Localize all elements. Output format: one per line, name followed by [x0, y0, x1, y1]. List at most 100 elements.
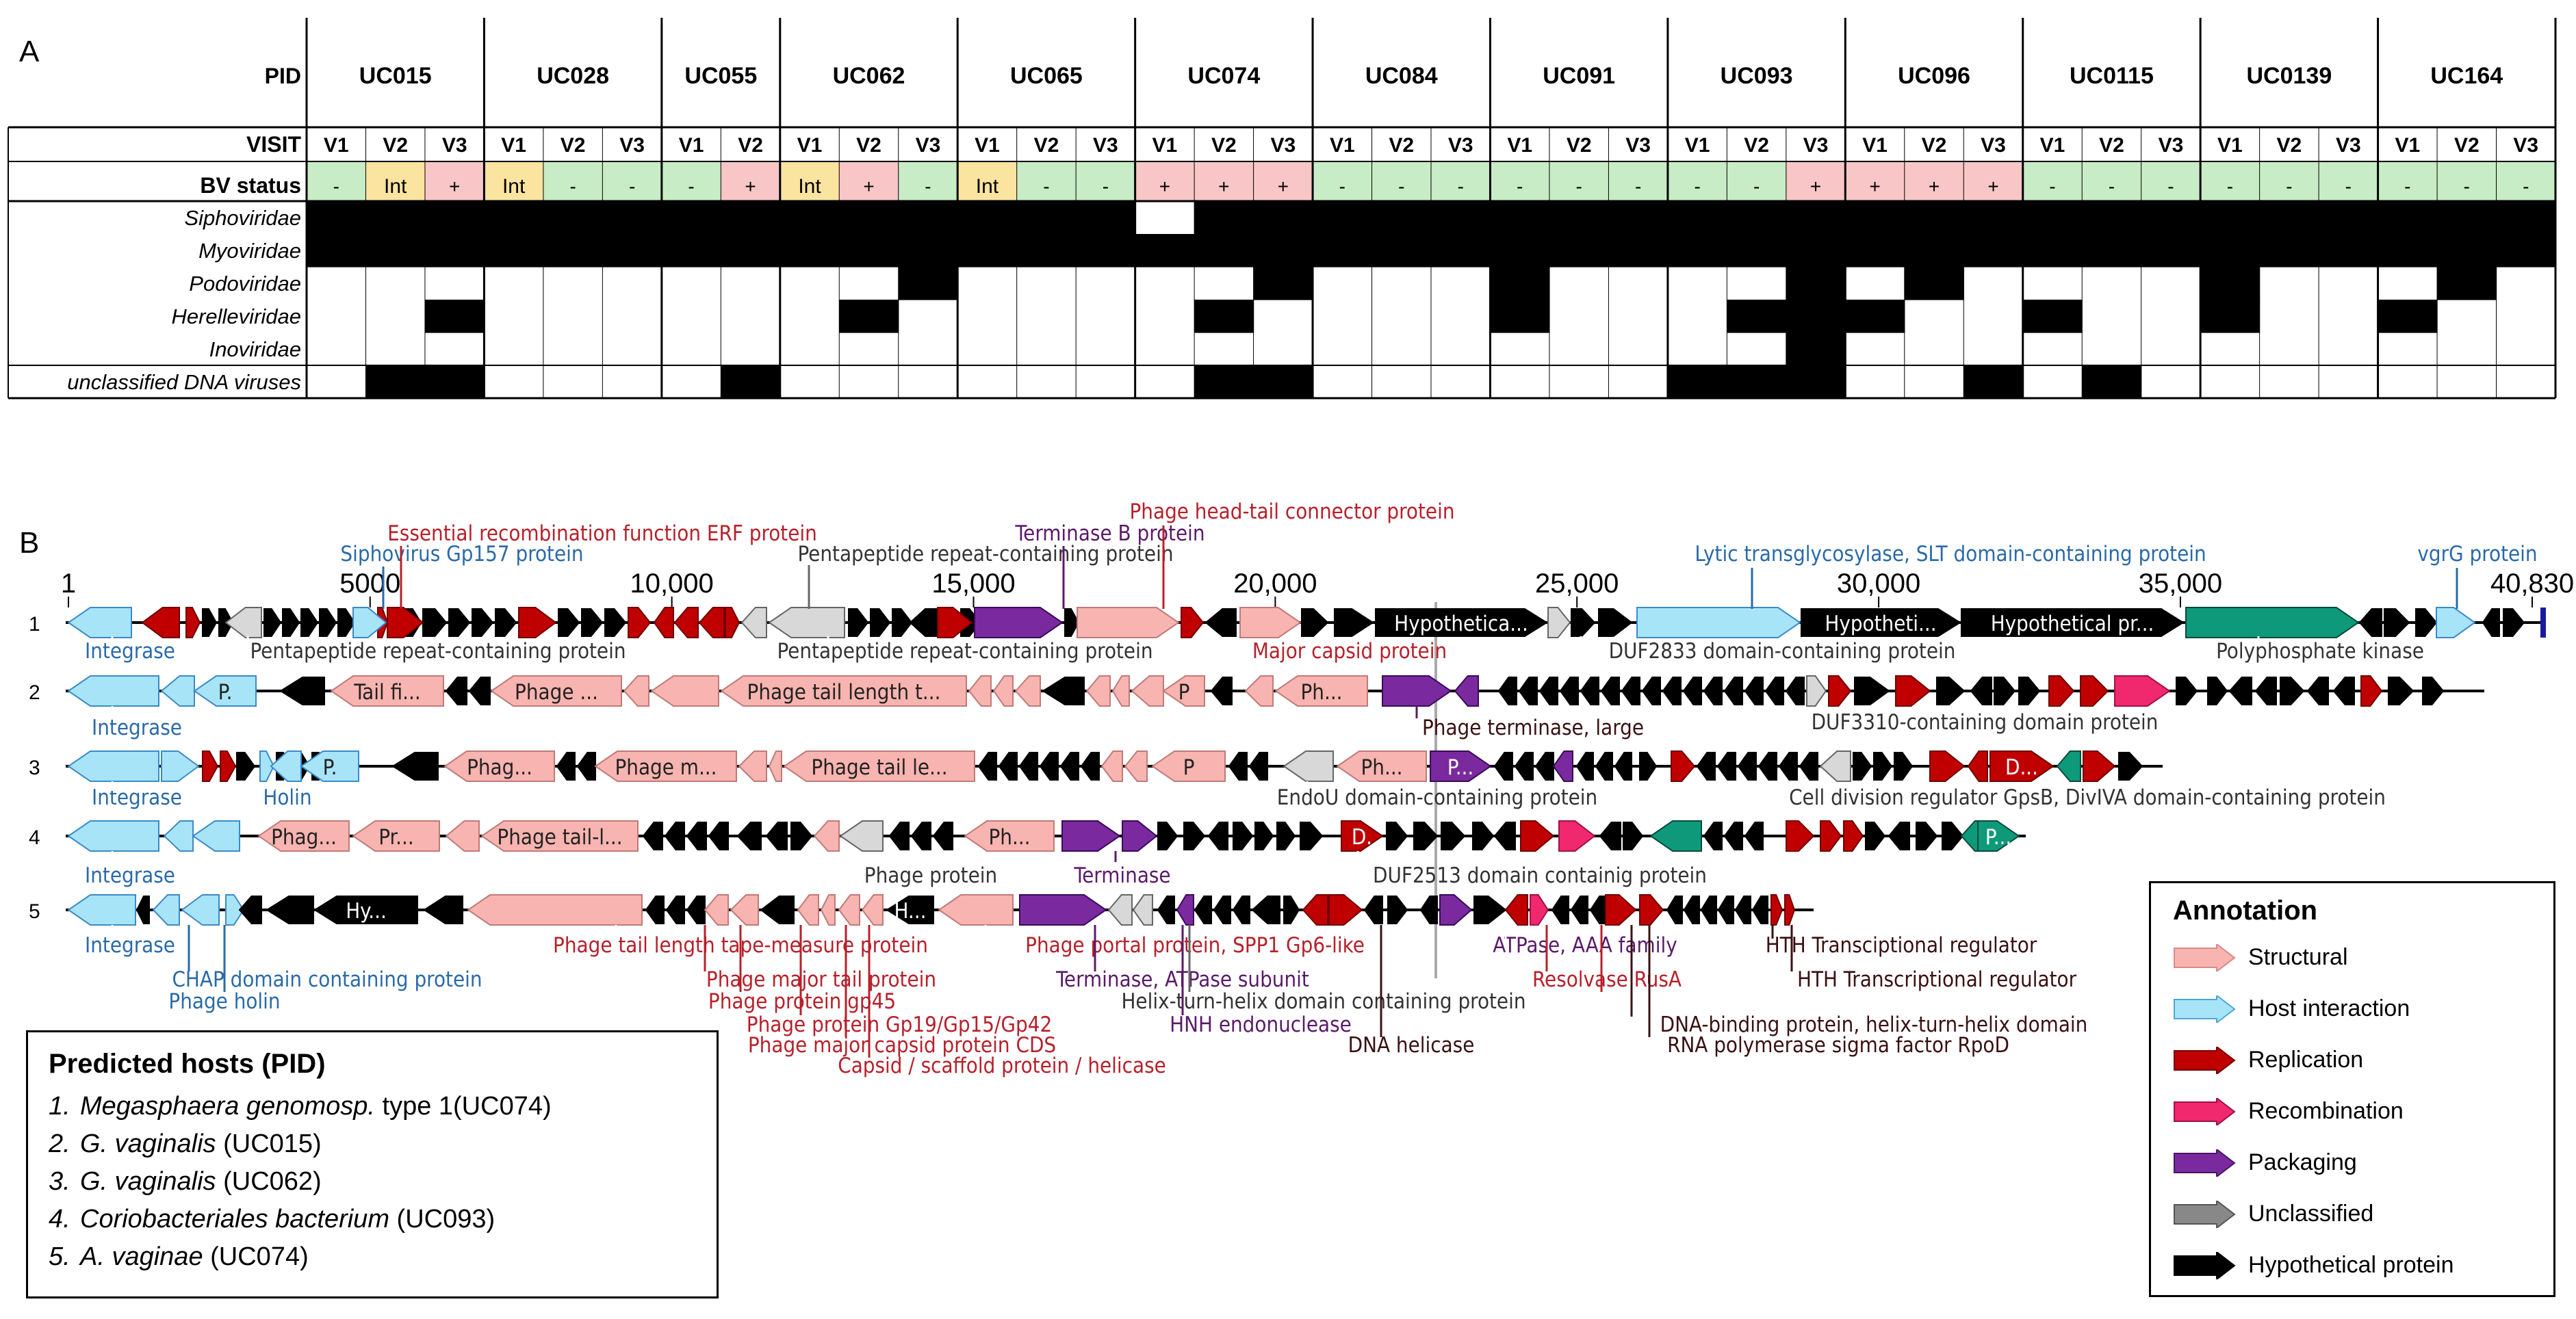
bv-status-value: + [449, 176, 460, 197]
bv-status-cell [2141, 161, 2201, 201]
bv-status-value: - [1517, 176, 1523, 197]
gene-arrow [1734, 896, 1751, 924]
bv-status-cell [1431, 161, 1491, 201]
visit-label: V2 [2277, 134, 2302, 157]
presence-cell [1135, 234, 1195, 267]
gene-arrow [1723, 822, 1743, 850]
gene-arrow [2436, 607, 2476, 638]
gene-label: P. [323, 755, 337, 780]
presence-cell [1904, 201, 1964, 235]
gene-arrow [1300, 822, 1324, 850]
virus-family-label: Inoviridae [209, 337, 301, 361]
presence-cell [1490, 267, 1550, 300]
presence-cell [365, 365, 426, 399]
gene-arrow [1334, 608, 1374, 637]
visit-label: V2 [1034, 134, 1059, 157]
gene-arrow [490, 675, 622, 707]
annotation-legend-title: Annotation [2173, 896, 2318, 926]
gene-arrow [141, 607, 180, 638]
bv-status-value: + [863, 176, 874, 197]
host-pid: (UC062) [216, 1167, 322, 1196]
gene-arrow [1551, 896, 1569, 924]
bv-status-value: - [333, 176, 339, 197]
bv-status-cell [2259, 161, 2319, 201]
gene-arrow [725, 607, 740, 638]
gene-label: Ph... [1361, 755, 1402, 780]
presence-cell [2082, 365, 2142, 399]
gene-arrow [445, 677, 467, 705]
presence-cell [1253, 234, 1313, 267]
legend-item: Host interaction [2167, 990, 2537, 1041]
visit-label: V3 [1803, 134, 1829, 157]
gene-arrow [1080, 752, 1100, 781]
gene-arrow [1454, 675, 1479, 707]
annotation-label: DUF2513 domain containig protein [1373, 863, 1707, 888]
track-number: 5 [29, 900, 40, 923]
annotation-label: DNA helicase [1348, 1033, 1475, 1058]
annotation-label: Phage protein gp45 [708, 989, 896, 1014]
gene-arrow [1341, 820, 1384, 852]
presence-cell [1253, 365, 1313, 399]
gene-arrow [1942, 822, 1964, 850]
gene-arrow [1534, 752, 1554, 781]
panel-a-label: A [19, 35, 40, 68]
legend-arrow-swatch [2174, 1201, 2236, 1228]
gene-arrow [848, 608, 869, 637]
gene-arrow [1589, 896, 1608, 924]
bv-status-cell [2437, 161, 2497, 201]
gene-arrow [1131, 675, 1164, 707]
gene-arrow [1757, 752, 1777, 781]
gene-arrow [193, 675, 257, 707]
presence-cell [2378, 234, 2438, 267]
gene-arrow [1700, 896, 1717, 924]
visit-label: V3 [619, 134, 645, 157]
visit-label: V3 [1625, 134, 1651, 157]
bv-status-cell [1490, 161, 1550, 201]
scale-label: 20,000 [1233, 569, 1317, 599]
visit-label: V1 [2395, 134, 2420, 157]
host-pid: type 1(UC074) [374, 1092, 552, 1121]
gene-arrow [1994, 677, 2016, 705]
gene-arrow [1786, 820, 1815, 852]
annotation-label: Lytic transglycosylase, SLT domain-conta… [1695, 542, 2206, 566]
gene-arrow [1205, 608, 1237, 637]
gene-arrow [1251, 896, 1280, 924]
scale-label: 40,830 [2490, 569, 2574, 599]
presence-cell [2319, 234, 2379, 267]
annotation-label: Resolvase RusA [1532, 967, 1682, 992]
gene-arrow [2185, 607, 2360, 638]
bv-status-cell [1135, 161, 1195, 201]
gene-arrow [1430, 750, 1492, 782]
pid-header: PID [265, 64, 301, 88]
gene-label: Phage ... [515, 680, 598, 705]
gene-arrow [1806, 675, 1827, 707]
visit-label: V2 [1389, 134, 1414, 157]
gene-arrow [909, 608, 938, 637]
gene-arrow [1530, 894, 1549, 926]
bv-status-cell [2022, 161, 2083, 201]
gene-arrow [1649, 820, 1702, 852]
gene-arrow [2332, 677, 2355, 705]
gene-arrow [1124, 750, 1148, 782]
gene-arrow [2056, 750, 2081, 782]
gene-arrow [861, 894, 884, 926]
gene-arrow [1176, 894, 1194, 926]
presence-cell [2141, 201, 2201, 235]
gene-arrow [1210, 677, 1233, 705]
legend-arrow-swatch [2174, 1252, 2236, 1279]
gene-arrow [2415, 608, 2438, 637]
gene-arrow [1716, 752, 1736, 781]
gene-arrow [1064, 608, 1080, 637]
gene-arrow [2388, 677, 2414, 705]
gene-arrow [1703, 677, 1723, 705]
bv-status-value: - [1398, 176, 1404, 197]
visit-label: V1 [2040, 134, 2065, 157]
pid-label: UC055 [684, 63, 757, 89]
presence-cell [2496, 201, 2556, 235]
annotation-label: Helix-turn-helix domain containing prote… [1121, 989, 1525, 1014]
presence-cell [543, 201, 603, 235]
gene-arrow [480, 820, 639, 852]
gene-label: Ph... [988, 825, 1030, 850]
presence-cell [957, 201, 1018, 235]
matrix-labels: V1-V2IntV3+UC015V1IntV2-V3-UC028V1-V2+UC… [67, 63, 2538, 394]
